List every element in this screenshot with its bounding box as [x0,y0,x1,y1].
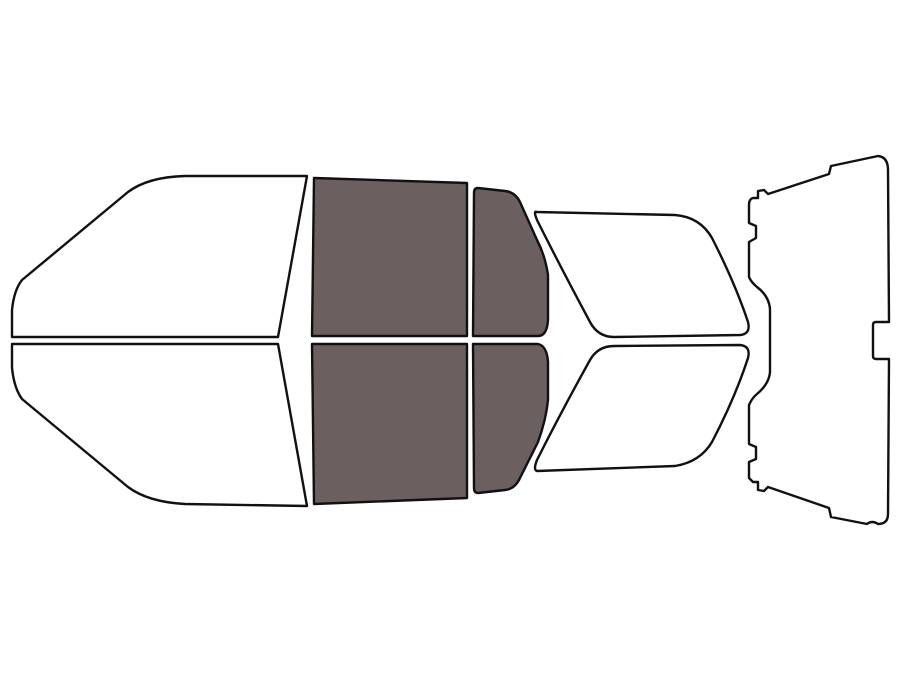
front-door-window-upper-panel [310,176,469,338]
front-windshield-lower-panel [10,342,309,508]
rear-door-window-lower-panel [471,342,550,495]
rear-door-window-upper-panel [471,186,550,338]
front-windshield-upper-panel [10,174,309,339]
quarter-window-upper-panel [533,210,750,339]
rear-window-panel [747,154,891,526]
quarter-window-lower-panel [533,343,750,473]
front-door-window-lower-panel [310,342,469,506]
